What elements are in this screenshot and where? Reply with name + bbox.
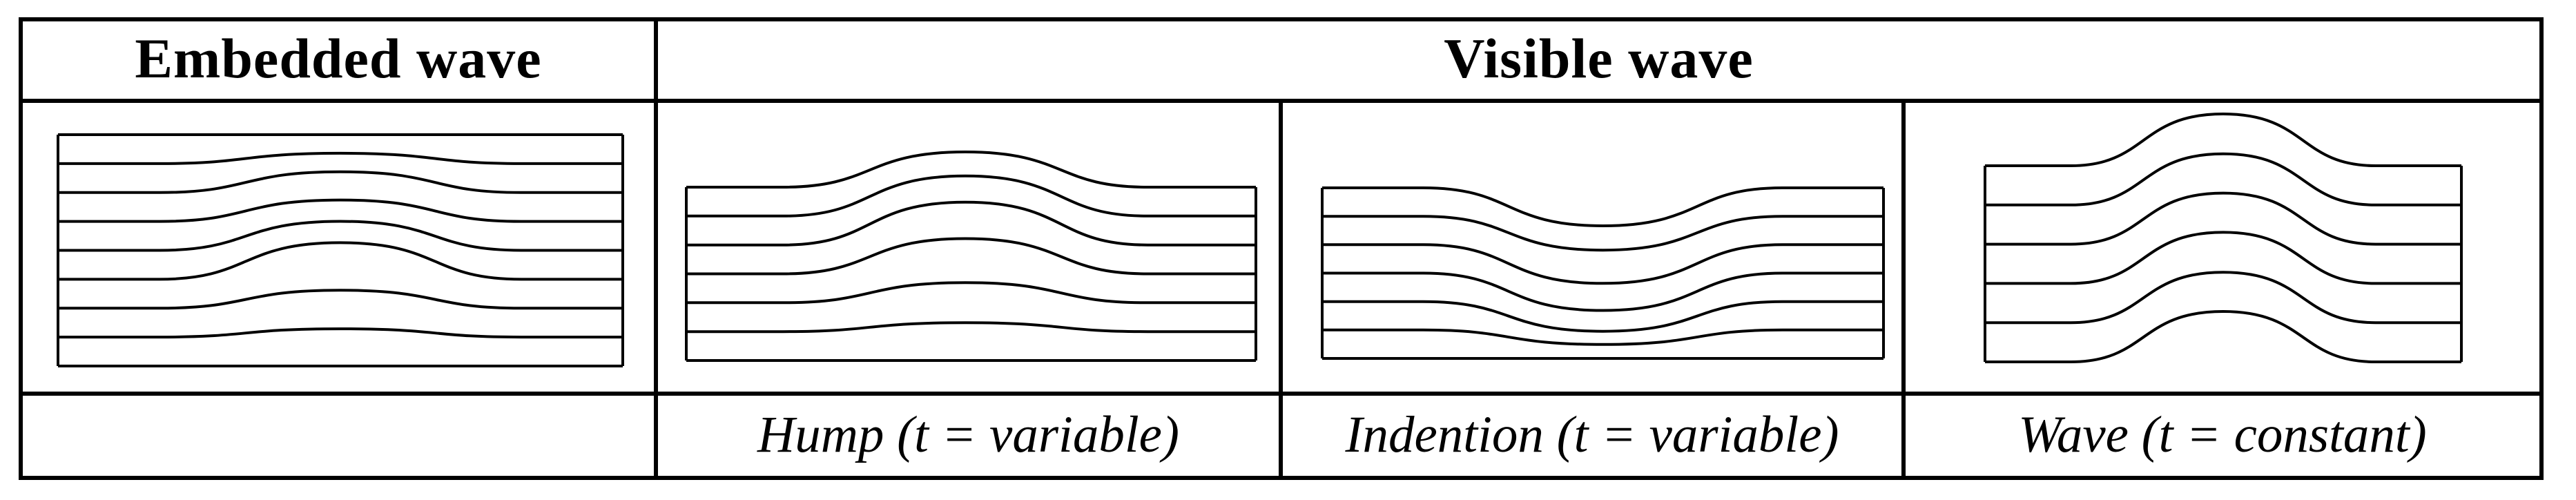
cell-embedded-wave-diagram: [23, 103, 658, 396]
indention-wave-diagram: [1321, 186, 1885, 360]
cell-embedded-label-empty: [23, 396, 658, 476]
visible-wave-heading: Visible wave: [1444, 27, 1754, 90]
embedded-wave-heading: Embedded wave: [135, 27, 542, 90]
embedded-wave-diagram: [57, 133, 624, 367]
indention-type-label: Indention (t = variable): [1345, 405, 1839, 463]
wave-classification-table: Embedded wave Visible wave Hump (t = var…: [19, 17, 2544, 480]
cell-indention-label: Indention (t = variable): [1283, 396, 1906, 476]
cell-wave-diagram: [1906, 103, 2539, 396]
hump-type-label: Hump (t = variable): [757, 405, 1179, 463]
hump-wave-diagram: [685, 151, 1257, 362]
header-cell-embedded-wave: Embedded wave: [23, 21, 658, 103]
constant-wave-diagram: [1984, 113, 2463, 363]
cell-wave-label: Wave (t = constant): [1906, 396, 2539, 476]
cell-hump-label: Hump (t = variable): [658, 396, 1283, 476]
header-cell-visible-wave: Visible wave: [658, 21, 2539, 103]
cell-indention-diagram: [1283, 103, 1906, 396]
cell-hump-diagram: [658, 103, 1283, 396]
wave-type-label: Wave (t = constant): [2018, 405, 2427, 463]
